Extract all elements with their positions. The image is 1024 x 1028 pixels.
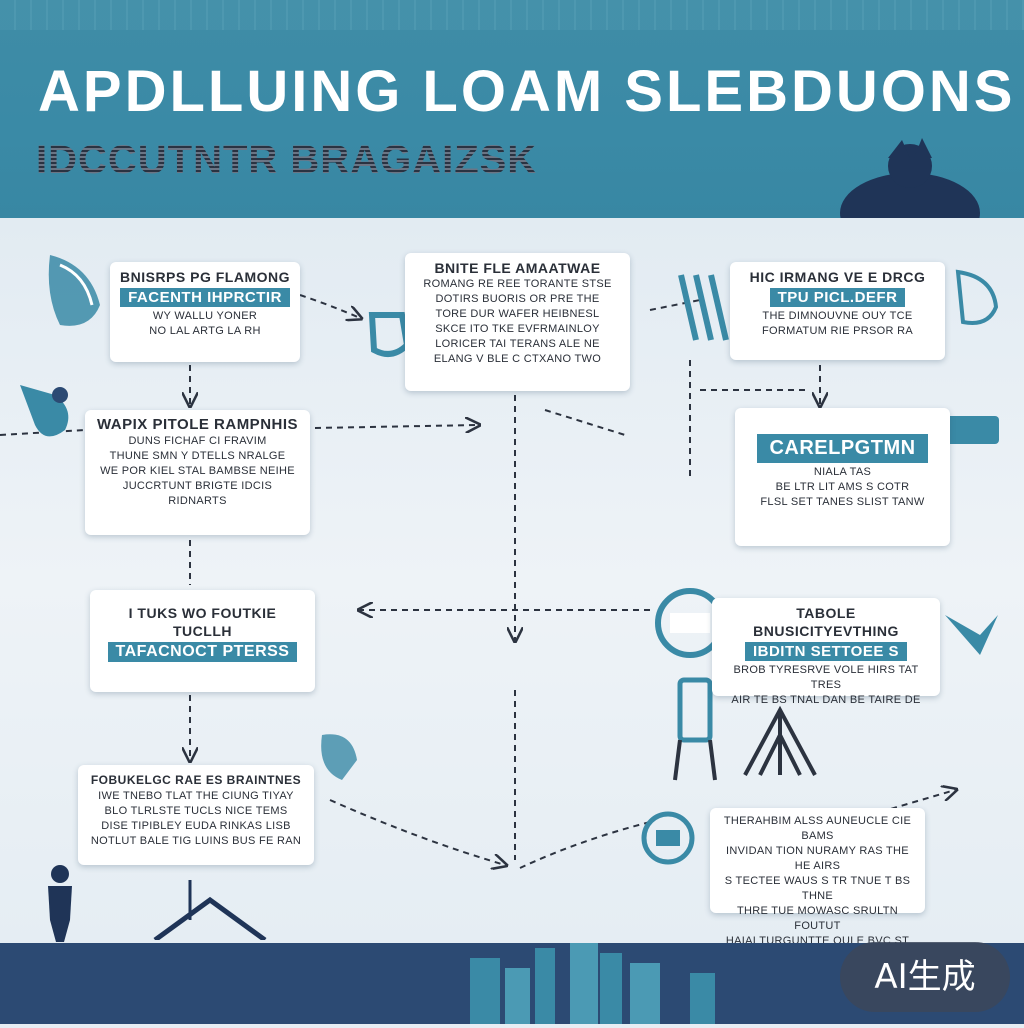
- card-text: TORE DUR WAFER HEIBNESL: [435, 308, 600, 320]
- pencil-icon: [321, 734, 357, 780]
- flow-card-7[interactable]: TABOLE BNUSICITYEVTHING IBDITN SETTOEE S…: [712, 598, 940, 706]
- flow-card-6[interactable]: I TUKS WO FOUTKIE TUCLLH TAFACNOCT PTERS…: [90, 590, 315, 692]
- brush-strokes-icon: [678, 274, 729, 341]
- card-text: BROB TYRESRVE VOLE HIRS TAT TRES: [733, 664, 919, 691]
- silhouette-figure-icon: [840, 138, 980, 218]
- flow-card-5[interactable]: CARELPGTMN NIALA TAS BE LTR LIT AMS S CO…: [735, 408, 950, 546]
- card-text: JUCCRTUNT BRIGTE IDCIS RIDNARTS: [122, 480, 273, 507]
- card-heading: WAPIX PITOLE RAMPNHIS: [96, 416, 299, 433]
- card-text: ROMANG RE REE TORANTE STSE: [423, 278, 612, 290]
- tag-icon: [937, 416, 999, 444]
- card-text: DISE TIPIBLEY EUDA RINKAS LISB: [101, 820, 291, 832]
- card-text: INVIDAN TION NURAMY RAS THE HE AIRS: [726, 845, 909, 872]
- card-text: AIR TE BS TNAL DAN BE TAIRE DE: [731, 694, 921, 706]
- header-texture: [0, 0, 1024, 30]
- card-heading: HIC IRMANG VE E DRCG: [749, 269, 926, 285]
- bird-figure-icon: [20, 385, 69, 437]
- card-text: THUNE SMN Y DTELLS NRALGE: [109, 450, 286, 462]
- flow-card-8[interactable]: FOBUKELGC RAE ES BRAINTNES IWE TNEBO TLA…: [78, 765, 314, 865]
- flow-card-2[interactable]: BNITE FLE AMAATWAE ROMANG RE REE TORANTE…: [405, 253, 630, 391]
- card-text: WE POR KIEL STAL BAMBSE NEIHE: [100, 465, 295, 477]
- card-heading: BNISRPS PG FLAMONG: [120, 269, 291, 285]
- card-highlight: CARELPGTMN: [757, 434, 928, 463]
- card-highlight: TAFACNOCT PTERSS: [107, 642, 298, 662]
- card-text: NIALA TAS: [813, 466, 872, 478]
- card-heading: FOBUKELGC RAE ES BRAINTNES: [90, 773, 302, 787]
- tools-icon: [673, 677, 717, 781]
- card-text: FORMATUM RIE PRSOR RA: [762, 325, 913, 337]
- card-text: NOTLUT BALE TIG LUINS BUS FE RAN: [90, 835, 302, 847]
- page-subtitle: IDCCUTNTR BRAGAIZSK: [36, 138, 538, 182]
- card-heading: I TUKS WO FOUTKIE TUCLLH: [128, 605, 277, 639]
- tent-icon: [743, 705, 817, 776]
- page-title: APDLLUING LOAM SLEBDUONS: [38, 59, 1016, 124]
- card-text: IWE TNEBO TLAT THE CIUNG TIYAY: [98, 790, 294, 802]
- flow-card-4[interactable]: WAPIX PITOLE RAMPNHIS DUNS FICHAF CI FRA…: [85, 410, 310, 535]
- card-highlight: IBDITN SETTOEE S: [744, 642, 908, 661]
- hand-right-icon: [955, 269, 999, 325]
- arrow-icon: [945, 615, 998, 655]
- card-text: LORICER TAI TERANS ALE NE: [435, 338, 600, 350]
- card-text: WY WALLU YONER: [152, 310, 258, 322]
- card-text: THE DIMNOUVNE OUY TCE: [762, 310, 913, 322]
- card-text: ELANG V BLE C CTXANO TWO: [433, 353, 602, 365]
- card-text: THRE TUE MOWASC SRULTN FOUTUT: [736, 905, 898, 932]
- badge-icon: [641, 811, 695, 865]
- card-text: NO LAL ARTG LA RH: [149, 325, 261, 337]
- card-highlight: TPU PICL.DEFR: [769, 288, 906, 307]
- flow-card-3[interactable]: HIC IRMANG VE E DRCG TPU PICL.DEFR THE D…: [730, 262, 945, 360]
- card-text: THERAHBIM ALSS AUNEUCLE CIE BAMS: [723, 815, 912, 842]
- card-heading: TABOLE BNUSICITYEVTHING: [753, 605, 899, 639]
- ai-generated-badge: AI生成: [840, 942, 1010, 1012]
- card-highlight: FACENTH IHPRCTIR: [120, 288, 290, 307]
- card-text: FLSL SET TANES SLIST TANW: [760, 496, 925, 508]
- city-skyline-icon: [470, 928, 715, 1024]
- card-heading: BNITE FLE AMAATWAE: [434, 260, 601, 276]
- card-text: SKCE ITO TKE EVFRMAINLOY: [435, 323, 600, 335]
- card-text: DUNS FICHAF CI FRAVIM: [128, 435, 267, 447]
- flow-card-9[interactable]: THERAHBIM ALSS AUNEUCLE CIE BAMS INVIDAN…: [710, 808, 925, 962]
- card-text: S TECTEE WAUS S TR TNUE T BS THNE: [724, 875, 911, 902]
- flow-card-1[interactable]: BNISRPS PG FLAMONG FACENTH IHPRCTIR WY W…: [110, 262, 300, 362]
- card-text: BLO TLRLSTE TUCLS NICE TEMS: [104, 805, 288, 817]
- hand-illustration-icon: [48, 255, 100, 326]
- card-text: DOTIRS BUORIS OR PRE THE: [435, 293, 600, 305]
- person-silhouette-icon: [48, 865, 72, 942]
- roof-icon: [153, 880, 267, 940]
- header-banner: APDLLUING LOAM SLEBDUONS IDCCUTNTR BRAGA…: [0, 0, 1024, 218]
- card-text: BE LTR LIT AMS S COTR: [775, 481, 910, 493]
